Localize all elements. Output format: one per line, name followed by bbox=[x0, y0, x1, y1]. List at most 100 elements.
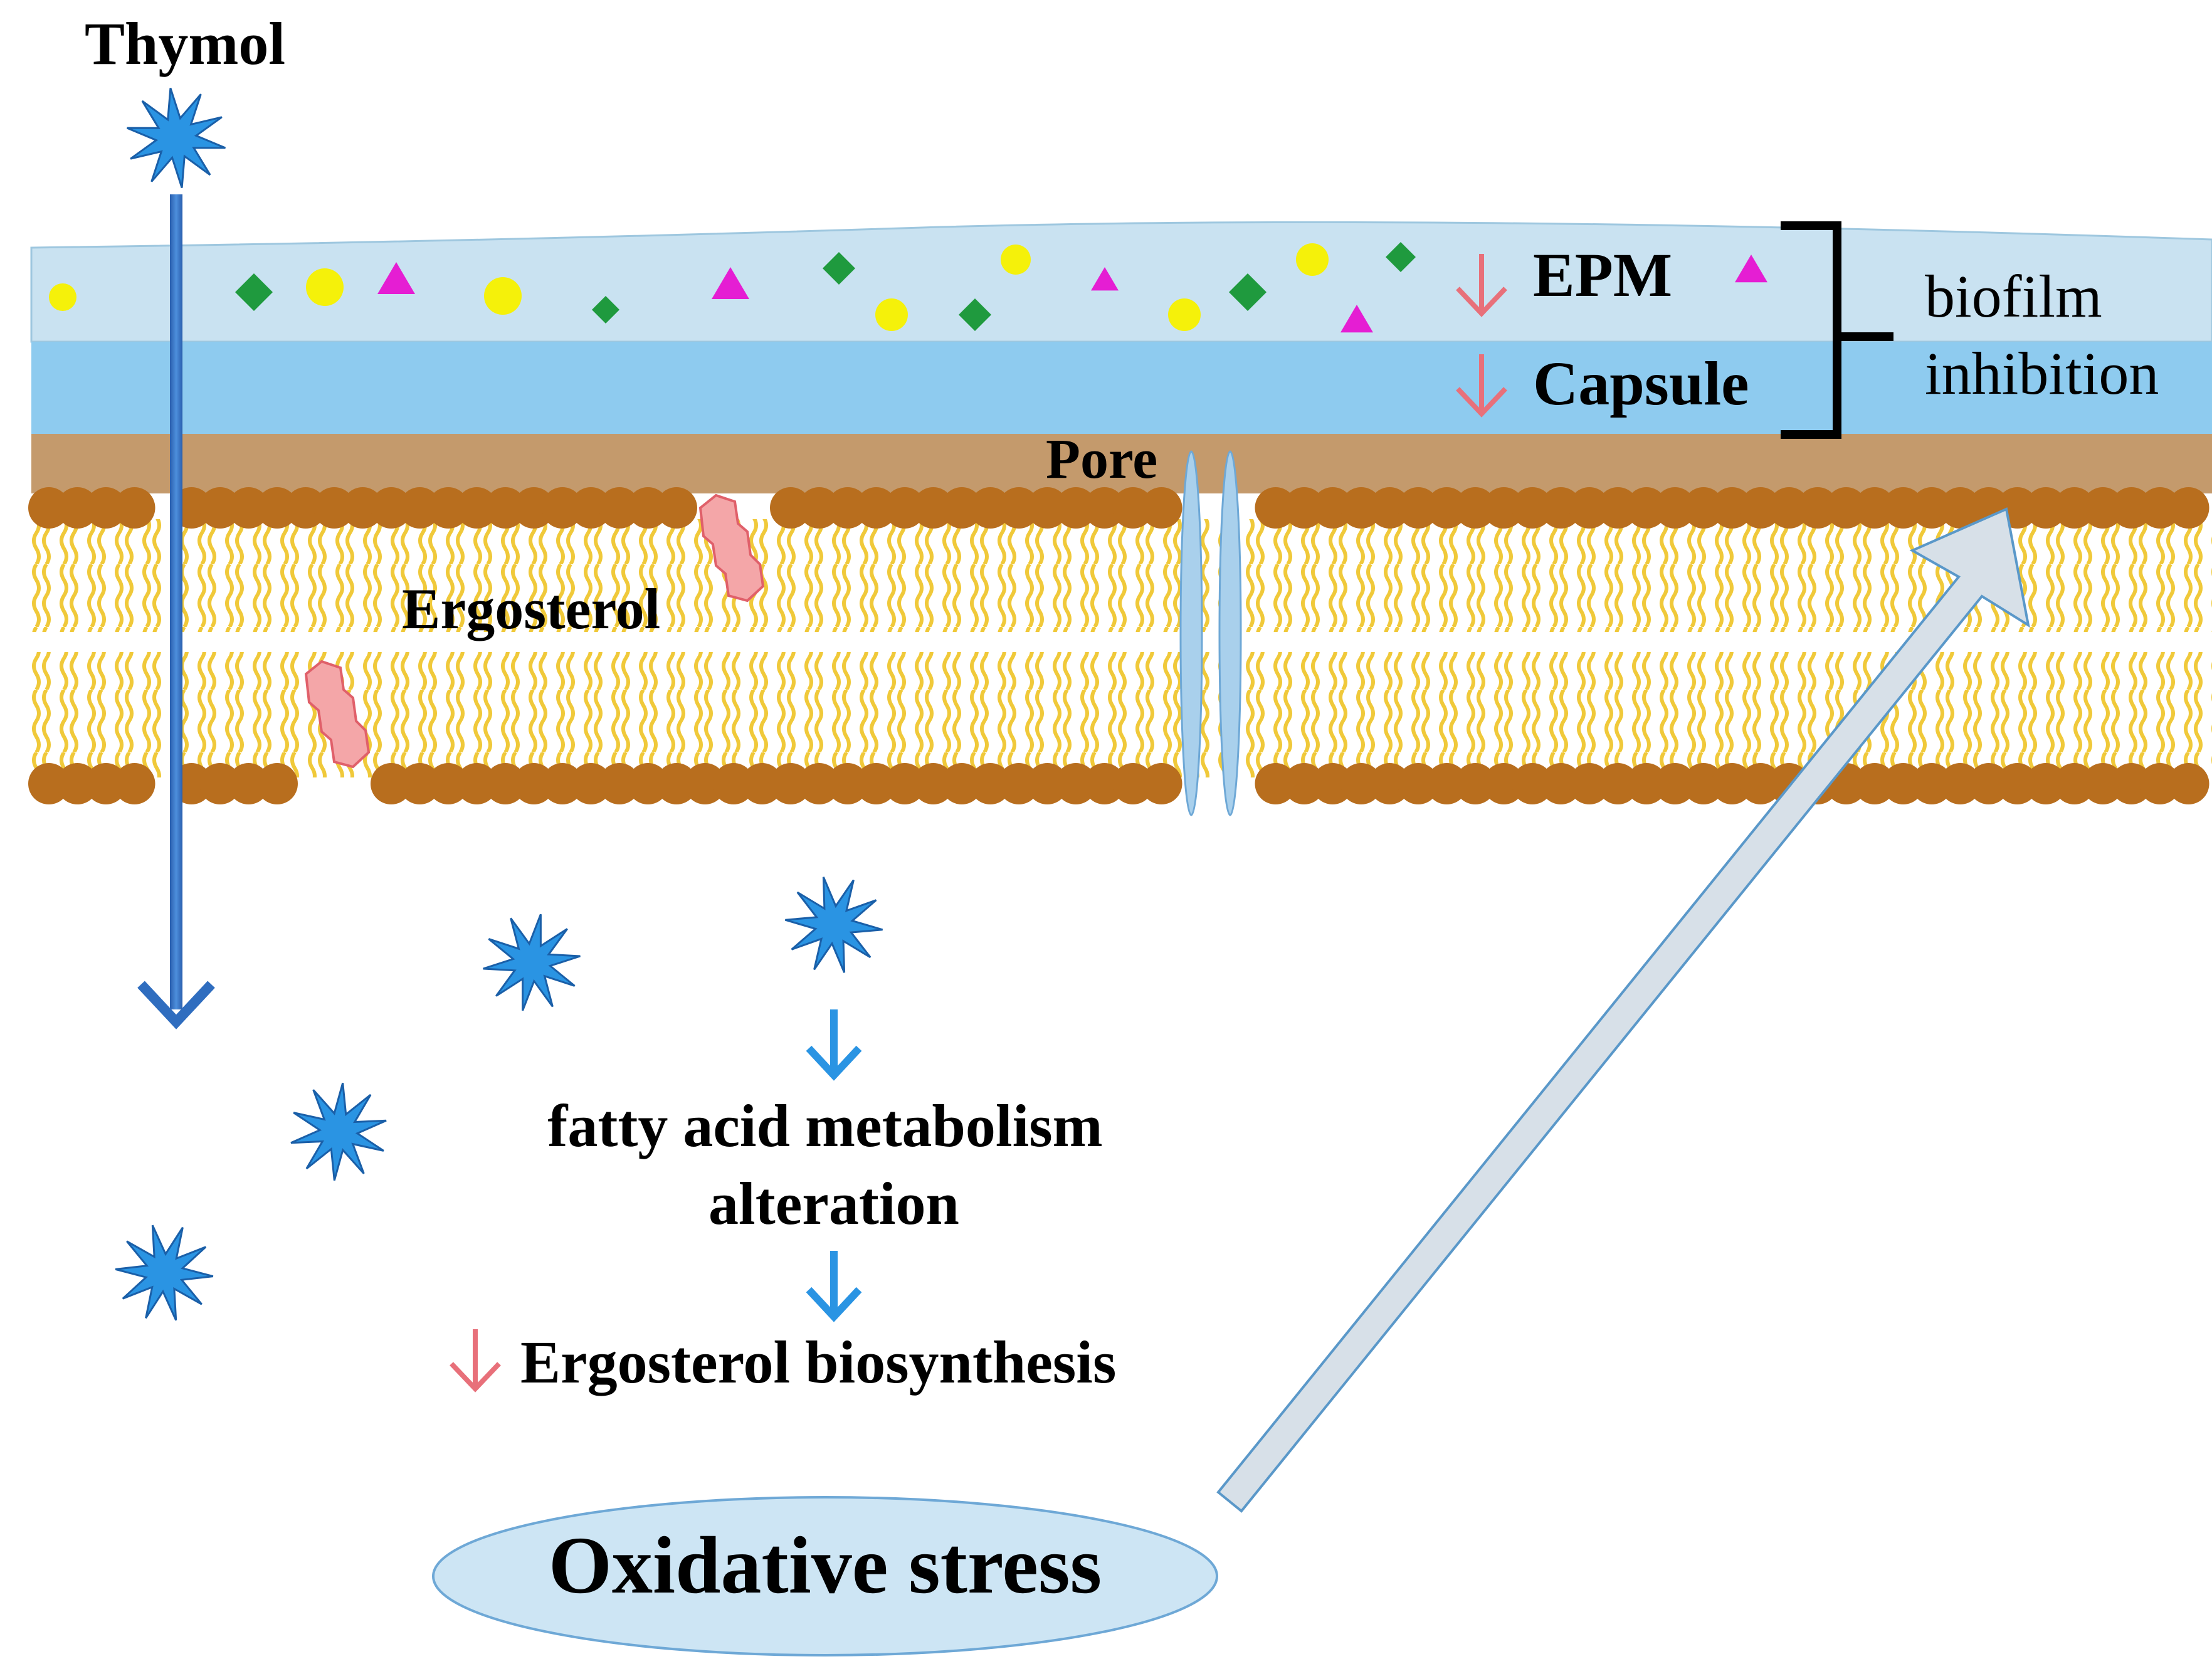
lipid-head bbox=[1939, 763, 1981, 804]
lipid-head bbox=[627, 763, 669, 804]
lipid-head bbox=[1255, 763, 1297, 804]
lipid-head bbox=[1911, 487, 1952, 529]
fatty-acid-label-line1: fatty acid metabolism bbox=[547, 1092, 1102, 1159]
lipid-head bbox=[1026, 763, 1068, 804]
fatty-acid-label-line2: alteration bbox=[708, 1170, 959, 1237]
down-arrow-icon bbox=[806, 1251, 862, 1322]
thymol-entry-arrow bbox=[137, 194, 215, 1030]
lipid-head bbox=[1083, 487, 1125, 529]
lipid-head bbox=[199, 763, 241, 804]
lipid-head bbox=[85, 487, 127, 529]
lipid-head bbox=[1083, 763, 1125, 804]
lipid-head bbox=[1540, 487, 1582, 529]
lipid-head bbox=[256, 763, 298, 804]
lipid-head bbox=[2110, 763, 2152, 804]
lipid-head bbox=[770, 763, 811, 804]
lipid-head bbox=[1654, 763, 1696, 804]
lipid-head bbox=[256, 487, 298, 529]
lipid-head bbox=[998, 487, 1040, 529]
lipid-head bbox=[2167, 763, 2209, 804]
lipid-head bbox=[1768, 487, 1810, 529]
epm-particle-yellow bbox=[875, 298, 908, 331]
lipid-head bbox=[1312, 487, 1354, 529]
star-burst-icon bbox=[115, 1224, 214, 1321]
thymol-label: Thymol bbox=[85, 10, 285, 77]
lipid-head bbox=[2139, 763, 2181, 804]
lipid-heads-upper bbox=[28, 487, 2209, 529]
lipid-head bbox=[1340, 763, 1382, 804]
lipid-head bbox=[85, 763, 127, 804]
epm-particle-magenta bbox=[1091, 267, 1119, 291]
lipid-head bbox=[1255, 487, 1297, 529]
capsule-label: Capsule bbox=[1533, 349, 1749, 418]
oxidative-stress-ellipse bbox=[432, 1496, 1218, 1656]
lipid-head bbox=[2139, 487, 2181, 529]
lipid-head bbox=[456, 763, 498, 804]
lipid-heads-lower bbox=[28, 763, 2209, 804]
lipid-head bbox=[485, 487, 526, 529]
lipid-head bbox=[1283, 763, 1325, 804]
lipid-head bbox=[1882, 763, 1924, 804]
star-burst-icon bbox=[127, 88, 226, 188]
lipid-head bbox=[2082, 763, 2124, 804]
lipid-head bbox=[1398, 487, 1439, 529]
lipid-head bbox=[428, 763, 469, 804]
epm-particle-magenta bbox=[1735, 255, 1767, 283]
epm-particle-yellow bbox=[49, 283, 76, 311]
lipid-head bbox=[2110, 487, 2152, 529]
lipid-head bbox=[1540, 763, 1582, 804]
epm-particle-green bbox=[1386, 242, 1416, 272]
lipid-head bbox=[228, 487, 270, 529]
epm-particle-yellow bbox=[1001, 245, 1031, 275]
lipid-head bbox=[371, 763, 412, 804]
lipid-head bbox=[1369, 763, 1411, 804]
lipid-head bbox=[228, 763, 270, 804]
down-arrow-icon bbox=[450, 1329, 501, 1393]
ergosterol-molecule-icon bbox=[304, 660, 371, 769]
lipid-head bbox=[1055, 487, 1097, 529]
lipid-head bbox=[399, 763, 441, 804]
epm-particle-magenta bbox=[712, 267, 749, 299]
lipid-head bbox=[513, 487, 555, 529]
lipid-head bbox=[56, 763, 98, 804]
lipid-head bbox=[1740, 763, 1781, 804]
lipid-head bbox=[1968, 763, 2009, 804]
lipid-head bbox=[342, 487, 384, 529]
lipid-head bbox=[1483, 763, 1525, 804]
pore-channel bbox=[1179, 450, 1242, 816]
lipid-head bbox=[1711, 763, 1753, 804]
lipid-head bbox=[1911, 763, 1952, 804]
lipid-head bbox=[884, 487, 925, 529]
lipid-head bbox=[969, 763, 1011, 804]
cell-wall-layer bbox=[31, 434, 2212, 493]
lipid-head bbox=[656, 763, 697, 804]
ergosterol-label: Ergosterol bbox=[402, 577, 660, 641]
oxidative-stress-arrow bbox=[1216, 507, 2030, 1513]
lipid-head bbox=[969, 487, 1011, 529]
epm-particle-green bbox=[959, 298, 991, 331]
lipid-head bbox=[56, 487, 98, 529]
ergosterol-biosynthesis-label: Ergosterol biosynthesis bbox=[520, 1329, 1116, 1396]
star-burst-icon bbox=[784, 877, 883, 973]
lipid-head bbox=[912, 763, 954, 804]
lipid-head bbox=[1597, 763, 1639, 804]
lipid-head bbox=[285, 487, 327, 529]
biofilm-label-line2: inhibition bbox=[1925, 340, 2159, 407]
lipid-head bbox=[1797, 487, 1838, 529]
lipid-head bbox=[798, 763, 840, 804]
lipid-head bbox=[1055, 763, 1097, 804]
lipid-head bbox=[1882, 487, 1924, 529]
epm-particle-green bbox=[1229, 273, 1267, 311]
lipid-head bbox=[827, 487, 868, 529]
down-arrow-icon bbox=[1456, 254, 1507, 317]
lipid-head bbox=[2025, 487, 2067, 529]
lipid-head bbox=[1683, 763, 1724, 804]
lipid-head bbox=[884, 763, 925, 804]
epm-particle-green bbox=[592, 296, 619, 324]
lipid-head bbox=[1854, 763, 1895, 804]
lipid-head bbox=[28, 763, 70, 804]
lipid-head bbox=[1854, 487, 1895, 529]
lipid-head bbox=[113, 487, 155, 529]
lipid-head bbox=[1140, 763, 1182, 804]
epm-particle-magenta bbox=[377, 262, 415, 294]
